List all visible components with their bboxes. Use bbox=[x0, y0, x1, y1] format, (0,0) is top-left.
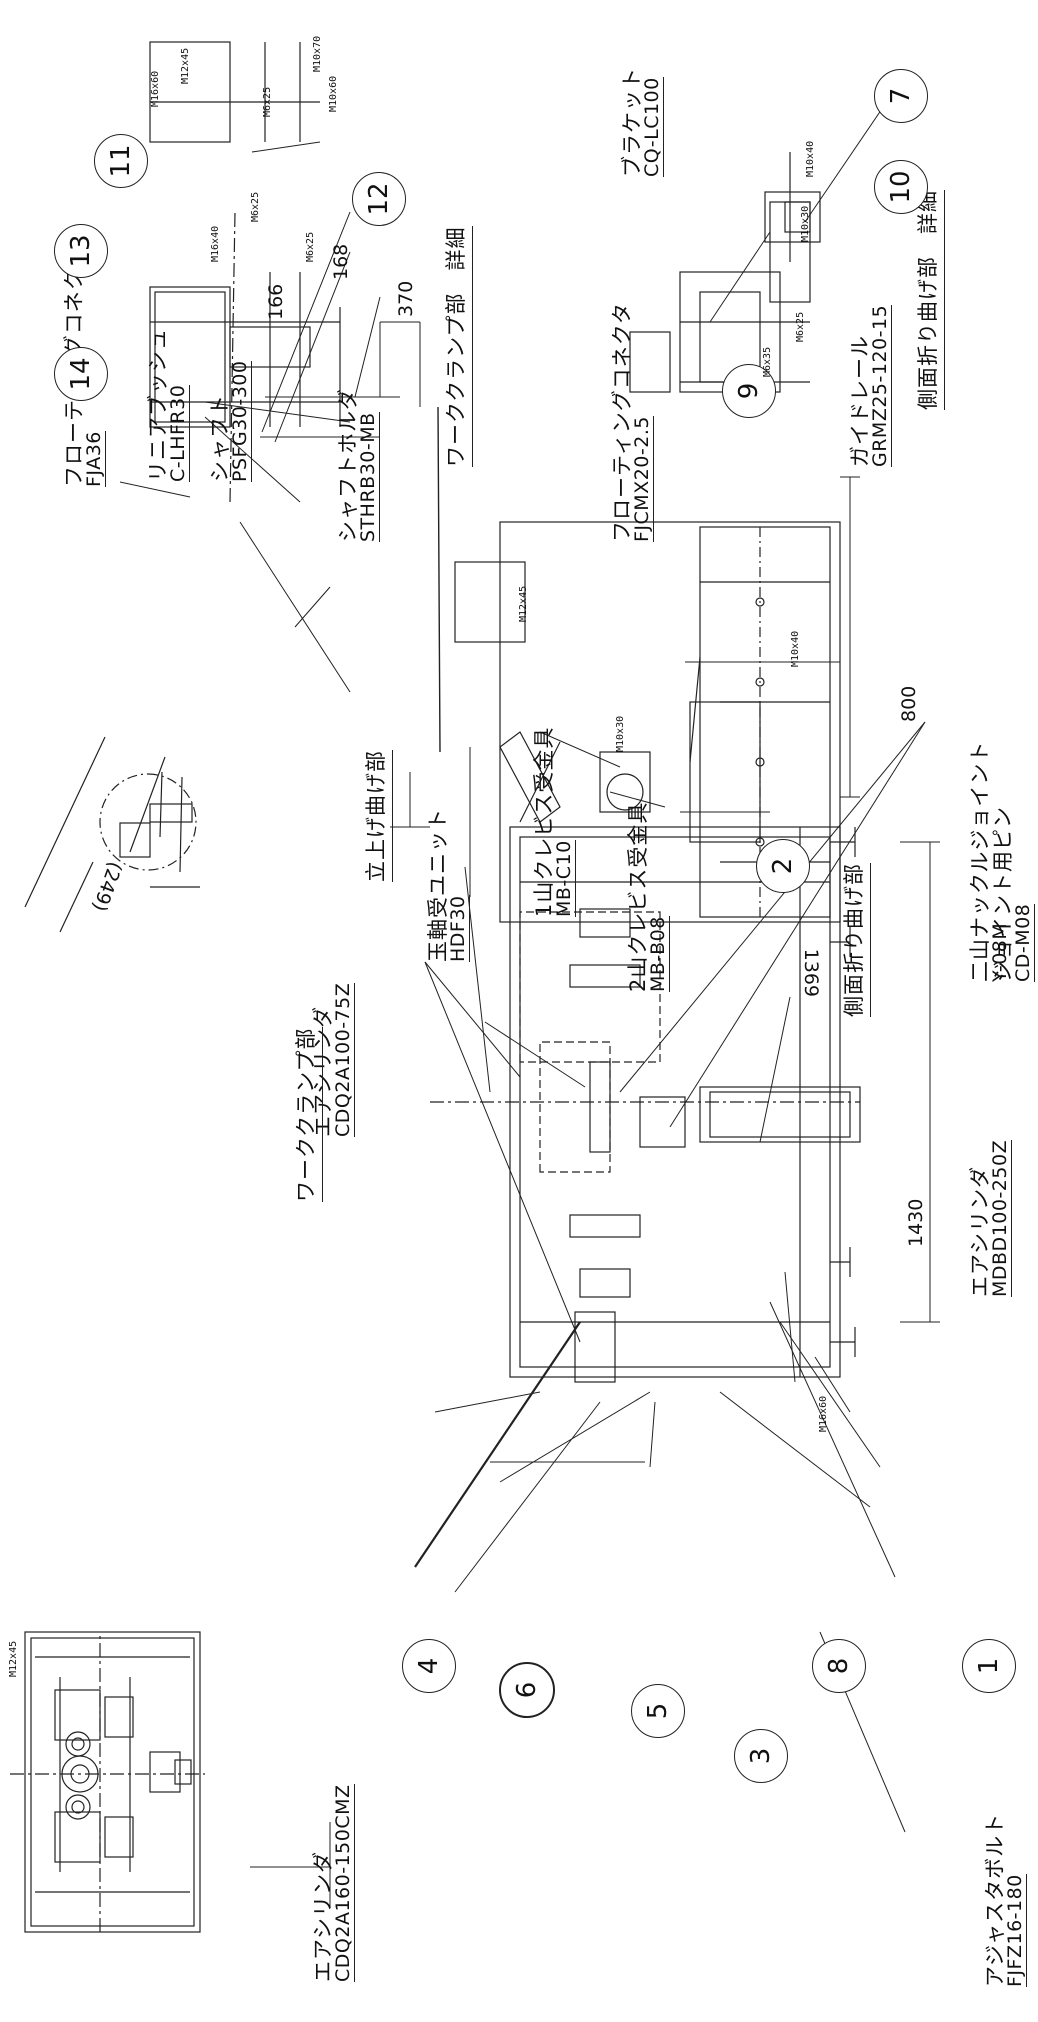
note-m6x35-side: M6x35 bbox=[762, 346, 773, 377]
dimension-370: 370 bbox=[395, 280, 417, 317]
section-standup: 立上げ曲げ部 bbox=[360, 750, 393, 882]
work-clamp-detail-view bbox=[149, 41, 341, 503]
callout-title: 玉軸受ユニット bbox=[426, 808, 450, 962]
section-work-clamp-detail: ワーククランプ部 詳細 bbox=[440, 226, 473, 467]
callout-guide-rail: ガイドレール GRMZ25-120-15 bbox=[848, 304, 892, 467]
callout-title: 1山クレビス受金具 bbox=[532, 726, 556, 917]
note-m6x25-b: M6x25 bbox=[305, 231, 316, 262]
balloon-11: 11 bbox=[94, 134, 148, 188]
callout-code: MB-B08 bbox=[647, 916, 670, 992]
callout-code: CD-M08 bbox=[1012, 903, 1035, 982]
note-m6x25-a: M6x25 bbox=[250, 191, 261, 222]
section-work-clamp: ワーククランプ部 bbox=[290, 1027, 323, 1202]
balloon-13: 13 bbox=[54, 224, 108, 278]
callout-air-cylinder-cdq2a160: エアシリンダ CDQ2A160-150CMZ bbox=[311, 1784, 355, 1982]
callout-title: ブラケット bbox=[620, 67, 644, 177]
callout-title: エアシリンダ bbox=[311, 1850, 335, 1982]
dimension-lines bbox=[250, 321, 940, 1907]
callout-code: PSFG30-300 bbox=[229, 360, 252, 482]
dimension-168: 168 bbox=[330, 243, 352, 280]
balloon-4: 4 bbox=[402, 1639, 456, 1693]
standup-detail-view bbox=[24, 736, 200, 933]
callout-shaft: シャフト PSFG30-300 bbox=[208, 360, 252, 482]
callout-title: シャフトホルダ bbox=[336, 388, 360, 542]
note-m6x25-c: M6x25 bbox=[262, 86, 273, 117]
note-m12x45-standup: M12x45 bbox=[518, 585, 529, 622]
callout-code: FJFZ16-180 bbox=[1004, 1874, 1027, 1987]
note-m10x60: M10x60 bbox=[328, 75, 339, 112]
note-m16x40: M16x40 bbox=[210, 225, 221, 262]
callout-linear-bush: リニアブッシュ C-LHFR30 bbox=[146, 328, 190, 482]
callout-air-cylinder-mdbd100: エアシリンダ MDBD100-250Z bbox=[968, 1139, 1012, 1297]
callout-joint-pin: ジョイント用ピン CD-M08 bbox=[991, 806, 1035, 982]
note-m12x45-plan: M12x45 bbox=[8, 1640, 19, 1677]
callout-code: FJCMX20-2.5 bbox=[631, 416, 654, 542]
balloon-7: 7 bbox=[874, 69, 928, 123]
note-m6x25-side: M6x25 bbox=[795, 311, 806, 342]
balloon-1: 1 bbox=[962, 1639, 1016, 1693]
note-m10x40-side: M10x40 bbox=[805, 140, 816, 177]
note-m10x30: M10x30 bbox=[615, 715, 626, 752]
callout-title: リニアブッシュ bbox=[146, 328, 170, 482]
balloon-3: 3 bbox=[734, 1729, 788, 1783]
callout-code: STHRB30-MB bbox=[357, 412, 380, 542]
side-fold-detail-view bbox=[629, 152, 821, 393]
note-m12x45-detail: M12x45 bbox=[180, 47, 191, 84]
callout-floating-connector-fjcmx: フローティングコネクタ FJCMX20-2.5 bbox=[610, 302, 654, 542]
balloon-12: 12 bbox=[352, 172, 406, 226]
balloon-2: 2 bbox=[756, 839, 810, 893]
callout-single-clevis-bracket: 1山クレビス受金具 MB-C10 bbox=[532, 726, 576, 917]
callout-title: アジャスタボルト bbox=[983, 1812, 1007, 1987]
callout-code: C-LHFR30 bbox=[167, 384, 190, 482]
dimension-800: 800 bbox=[898, 685, 920, 722]
note-m10x30-side: M10x30 bbox=[800, 205, 811, 242]
callout-bearing-unit: 玉軸受ユニット HDF30 bbox=[426, 808, 470, 962]
callout-title: シャフト bbox=[208, 394, 232, 482]
balloon-10: 10 bbox=[874, 160, 928, 214]
callout-title: ジョイント用ピン bbox=[991, 806, 1015, 982]
section-side-fold: 側面折り曲げ部 bbox=[838, 863, 871, 1017]
callout-code: MB-C10 bbox=[553, 840, 576, 917]
plan-view-top-left bbox=[10, 1631, 205, 1933]
callout-shaft-holder: シャフトホルダ STHRB30-MB bbox=[336, 388, 380, 542]
balloon-6: 6 bbox=[499, 1662, 555, 1718]
note-m10x40: M10x40 bbox=[790, 630, 801, 667]
section-side-fold-detail: 側面折り曲げ部 詳細 bbox=[912, 190, 945, 410]
callout-title: 2山クレビス受金具 bbox=[626, 801, 650, 992]
callout-title: ガイドレール bbox=[848, 335, 872, 467]
callout-title: エアシリンダ bbox=[968, 1165, 992, 1297]
balloon-8: 8 bbox=[812, 1639, 866, 1693]
callout-code: CDQ2A160-150CMZ bbox=[332, 1784, 355, 1982]
callout-title: フローティングコネクタ bbox=[610, 302, 634, 542]
balloon-5: 5 bbox=[631, 1684, 685, 1738]
callout-code: CQ-LC100 bbox=[641, 77, 664, 177]
callout-title: 二山ナックルジョイント bbox=[968, 740, 992, 982]
callout-code: CDQ2A100-75Z bbox=[332, 982, 355, 1137]
callout-bracket: ブラケット CQ-LC100 bbox=[620, 67, 664, 177]
callout-adjuster-bolt: アジャスタボルト FJFZ16-180 bbox=[983, 1812, 1027, 1987]
callout-code: HDF30 bbox=[447, 895, 470, 962]
dimension-166: 166 bbox=[265, 283, 287, 320]
balloon-14: 14 bbox=[54, 347, 108, 401]
note-m16x60: M16x60 bbox=[818, 1395, 829, 1432]
dimension-1369: 1369 bbox=[800, 948, 822, 997]
callout-double-clevis-bracket: 2山クレビス受金具 MB-B08 bbox=[626, 801, 670, 992]
note-m10x70: M10x70 bbox=[312, 35, 323, 72]
callout-code: FJA36 bbox=[83, 431, 106, 487]
callout-code: MDBD100-250Z bbox=[989, 1139, 1012, 1297]
note-m16x60-detail: M16x60 bbox=[150, 70, 161, 107]
dimension-1430: 1430 bbox=[905, 1198, 927, 1247]
callout-code: GRMZ25-120-15 bbox=[869, 304, 892, 467]
